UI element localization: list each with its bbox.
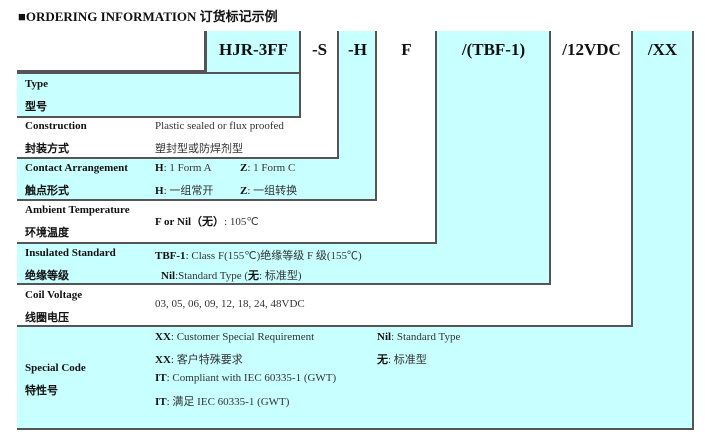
contact-label-cn: 触点形式 <box>25 185 69 197</box>
type-label-en: Type <box>25 78 49 90</box>
construction-label-en: Construction <box>25 120 87 132</box>
coil-label-en: Coil Voltage <box>25 289 83 301</box>
row-insulated-standard <box>17 242 551 285</box>
code-special: /XX <box>647 40 678 59</box>
header-blank <box>17 31 206 72</box>
insulated-tbf1: TBF-1: Class F(155℃)绝缘等级 F 级(155℃) <box>155 250 362 262</box>
contact-label-en: Contact Arrangement <box>25 162 128 174</box>
ambient-label-en: Ambient Temperature <box>25 204 130 216</box>
special-xx-cn: XX: 客户特殊要求 <box>155 354 243 366</box>
code-voltage: /12VDC <box>562 40 621 59</box>
special-label-en: Special Code <box>25 362 86 374</box>
contact-h-en: H: 1 Form A <box>155 162 212 174</box>
column-voltage <box>550 31 633 327</box>
contact-h-cn: H: 一组常开 <box>155 185 214 197</box>
coil-label-cn: 线圈电压 <box>25 312 69 324</box>
special-label-cn: 特性号 <box>25 385 58 397</box>
code-insulation: /(TBF-1) <box>461 40 526 59</box>
special-xx-en: XX: Customer Special Requirement <box>155 331 315 343</box>
row-special-code <box>17 325 694 430</box>
special-it-en: IT: Compliant with IEC 60335-1 (GWT) <box>155 372 337 384</box>
contact-z-cn: Z: 一组转换 <box>240 185 298 197</box>
code-construction: -S <box>311 40 328 59</box>
insulated-label-en: Insulated Standard <box>25 247 116 259</box>
construction-value-en: Plastic sealed or flux proofed <box>155 120 284 132</box>
row-construction <box>17 116 339 159</box>
special-it-cn: IT: 满足 IEC 60335-1 (GWT) <box>155 396 290 408</box>
row-ambient-temperature <box>17 199 437 244</box>
code-temperature: F <box>401 40 412 59</box>
construction-label-cn: 封装方式 <box>25 143 69 155</box>
contact-z-en: Z: 1 Form C <box>240 162 296 174</box>
row-contact-arrangement <box>17 157 377 201</box>
code-type: HJR-3FF <box>219 40 288 59</box>
type-label-cn: 型号 <box>25 101 47 113</box>
special-nil-en: Nil: Standard Type <box>377 331 461 343</box>
row-coil-voltage <box>17 283 633 327</box>
insulated-nil: Nil:Standard Type (无: 标准型) <box>161 270 302 282</box>
coil-value: 03, 05, 06, 09, 12, 18, 24, 48VDC <box>155 298 305 310</box>
section-title: ■ORDERING INFORMATION 订货标记示例 <box>18 9 278 24</box>
ambient-label-cn: 环境温度 <box>25 227 69 239</box>
code-contact: -H <box>348 40 367 59</box>
row-type <box>17 72 301 118</box>
construction-value-cn: 塑封型或防焊剂型 <box>155 143 243 155</box>
special-nil-cn: 无: 标准型 <box>377 354 427 366</box>
insulated-label-cn: 绝缘等级 <box>25 270 69 282</box>
ambient-value: F or Nil（无）: 105℃ <box>155 216 259 228</box>
